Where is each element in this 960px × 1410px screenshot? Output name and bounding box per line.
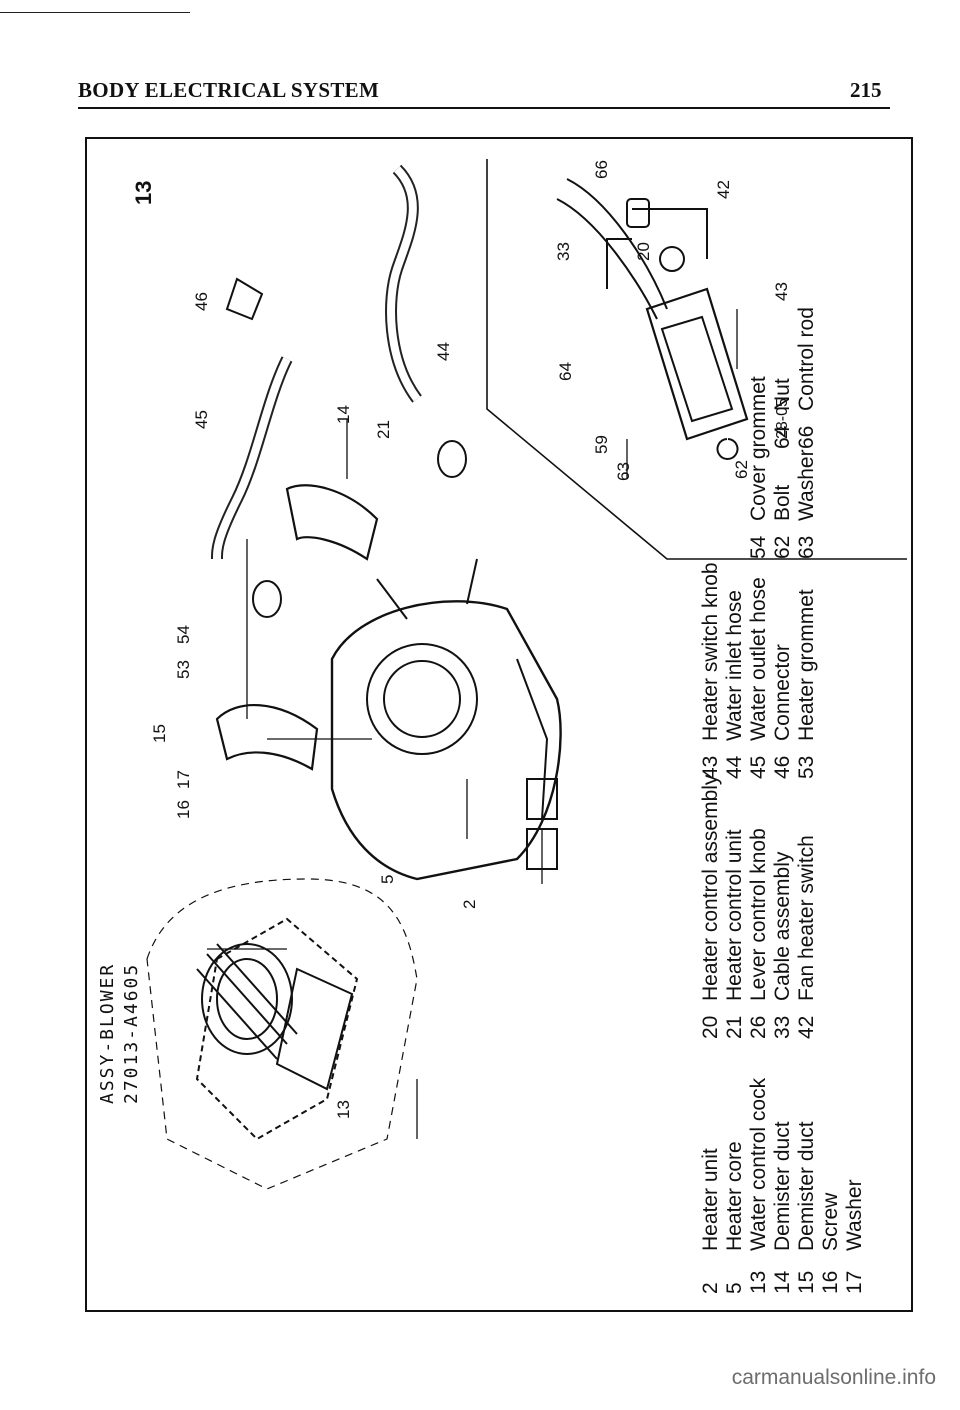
legend-num: 20 bbox=[699, 1016, 722, 1039]
legend-label: Bolt bbox=[771, 485, 794, 521]
legend-label: Heater grommet bbox=[795, 589, 818, 741]
legend-label: Water control cock bbox=[747, 1077, 770, 1251]
callout-17: 17 bbox=[174, 770, 193, 789]
callout-64: 64 bbox=[556, 362, 575, 381]
legend-num: 26 bbox=[747, 1016, 770, 1039]
legend-label: Cover grommet bbox=[747, 376, 770, 521]
legend-label: Heater switch knob bbox=[699, 562, 722, 741]
legend-label: Heater unit bbox=[699, 1148, 722, 1251]
legend-label: Washer bbox=[843, 1179, 866, 1251]
assembly-part-number: 27013-A4605 bbox=[121, 963, 142, 1104]
figure-number: 13 bbox=[131, 181, 156, 205]
legend-num: 33 bbox=[771, 1016, 794, 1039]
callout-5: 5 bbox=[378, 875, 397, 884]
legend-num: 42 bbox=[795, 1016, 818, 1039]
callout-43: 43 bbox=[772, 282, 791, 301]
legend-num: 44 bbox=[723, 755, 746, 779]
figure-frame: 13 ASSY-BLOWER 27013-A4605 28-05 2 5 13 … bbox=[85, 137, 913, 1312]
exploded-parts-diagram: 13 ASSY-BLOWER 27013-A4605 28-05 2 5 13 … bbox=[97, 159, 907, 1294]
legend-label: Lever control knob bbox=[747, 828, 770, 1001]
legend-num: 64 bbox=[771, 425, 794, 449]
callout-46: 46 bbox=[192, 292, 211, 311]
callout-59: 59 bbox=[592, 435, 611, 454]
header-divider bbox=[78, 107, 890, 109]
callout-45: 45 bbox=[192, 410, 211, 429]
legend-num: 21 bbox=[723, 1016, 746, 1039]
legend-label: Screw bbox=[819, 1192, 842, 1251]
callout-21: 21 bbox=[374, 420, 393, 439]
legend-num: 54 bbox=[747, 535, 770, 559]
legend-label: Fan heater switch bbox=[795, 835, 818, 1001]
top-scan-rule bbox=[0, 12, 190, 13]
legend-num: 15 bbox=[795, 1271, 818, 1294]
legend-num: 16 bbox=[819, 1271, 842, 1294]
legend-label: Demister duct bbox=[771, 1121, 794, 1251]
parts-legend: 2 Heater unit 5 Heater core 13 Water con… bbox=[699, 307, 866, 1294]
legend-num: 13 bbox=[747, 1271, 770, 1294]
legend-label: Connector bbox=[771, 644, 794, 741]
legend-num: 63 bbox=[795, 536, 818, 559]
legend-num: 45 bbox=[747, 756, 770, 779]
legend-label: Water inlet hose bbox=[723, 590, 746, 741]
callout-66: 66 bbox=[592, 160, 611, 179]
legend-label: Cable assembly bbox=[771, 851, 794, 1001]
legend-column-1: 2 Heater unit 5 Heater core 13 Water con… bbox=[699, 1077, 866, 1294]
legend-label: Heater control assembly bbox=[699, 774, 722, 1001]
sub-assembly-code: 28-05 bbox=[774, 398, 791, 439]
legend-num: 5 bbox=[723, 1282, 746, 1294]
legend-label: Demister duct bbox=[795, 1121, 818, 1251]
legend-num: 17 bbox=[843, 1271, 866, 1294]
legend-label: Heater core bbox=[723, 1141, 746, 1251]
legend-num: 62 bbox=[771, 536, 794, 559]
legend-label: Control rod bbox=[795, 307, 818, 411]
watermark: carmanualsonline.info bbox=[731, 1366, 936, 1389]
callout-63: 63 bbox=[614, 462, 633, 481]
callout-2: 2 bbox=[460, 900, 479, 909]
legend-num: 43 bbox=[699, 756, 722, 779]
legend-num: 46 bbox=[771, 756, 794, 779]
assembly-name: ASSY-BLOWER bbox=[97, 963, 118, 1104]
legend-label: Heater control unit bbox=[723, 829, 746, 1001]
page-number: 215 bbox=[850, 78, 882, 102]
callout-20: 20 bbox=[634, 242, 653, 261]
legend-label: Water outlet hose bbox=[747, 577, 770, 741]
legend-column-5: 64 Nut 66 Control rod bbox=[771, 307, 818, 449]
legend-column-4: 54 Cover grommet 62 Bolt 63 Washer bbox=[747, 376, 818, 559]
callout-54: 54 bbox=[174, 625, 193, 644]
callout-33: 33 bbox=[554, 242, 573, 261]
callout-16: 16 bbox=[174, 800, 193, 819]
legend-num: 53 bbox=[795, 756, 818, 779]
legend-label: Nut bbox=[771, 378, 794, 411]
legend-num: 66 bbox=[795, 426, 818, 449]
legend-label: Washer bbox=[795, 449, 818, 521]
section-title: BODY ELECTRICAL SYSTEM bbox=[78, 78, 380, 102]
callout-15: 15 bbox=[150, 724, 169, 743]
callout-53: 53 bbox=[174, 660, 193, 679]
callout-44: 44 bbox=[434, 342, 453, 361]
legend-column-2: 20 Heater control assembly 21 Heater con… bbox=[699, 774, 818, 1039]
legend-num: 2 bbox=[699, 1282, 722, 1294]
callout-14: 14 bbox=[334, 405, 353, 424]
callout-13: 13 bbox=[334, 1100, 353, 1119]
legend-num: 14 bbox=[771, 1270, 794, 1294]
callout-62: 62 bbox=[732, 460, 751, 479]
legend-column-3: 43 Heater switch knob 44 Water inlet hos… bbox=[699, 562, 818, 779]
callout-42: 42 bbox=[714, 180, 733, 199]
